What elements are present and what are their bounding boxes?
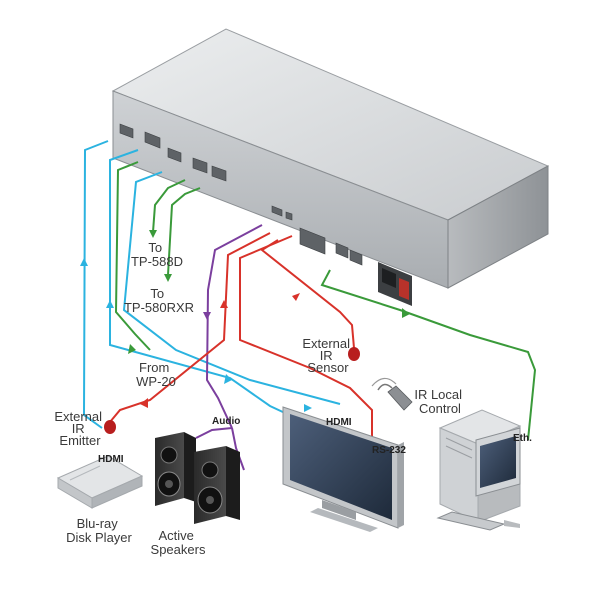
bluray-player: [56, 455, 144, 509]
label-ir-local-control: IR Local Control: [414, 387, 465, 416]
tp-arrows: [128, 230, 410, 354]
label-to-tp588d: To TP-588D: [131, 240, 183, 269]
label-external-ir-emitter: External IR Emitter: [54, 409, 105, 448]
label-hdmi-player: HDMI: [98, 454, 124, 465]
power-inlet: [378, 262, 412, 306]
rear-ports: [119, 123, 363, 266]
hdmi-arrows: [80, 258, 312, 412]
ir-sensor: [348, 347, 360, 361]
pc-computer: [436, 409, 522, 531]
label-to-tp580rxr: To TP-580RXR: [124, 286, 194, 315]
tp-cables: [114, 161, 537, 441]
audio-cables: [195, 224, 263, 471]
label-bluray: Blu-ray Disk Player: [66, 516, 132, 545]
ir-rs232-arrows: [140, 293, 300, 408]
label-external-ir-sensor: External IR Sensor: [302, 336, 353, 375]
active-speakers: [155, 432, 240, 524]
ir-rs232-cables: [109, 232, 373, 444]
label-from-wp20: From WP-20: [136, 360, 176, 389]
switcher-unit: [111, 28, 550, 306]
display-monitor: [282, 406, 404, 532]
ir-remote-icon: [371, 377, 413, 411]
label-audio: Audio: [212, 416, 240, 427]
label-eth: Eth.: [513, 433, 532, 444]
label-hdmi-display: HDMI: [326, 417, 352, 428]
hdmi-cables: [82, 140, 341, 429]
label-active-speakers: Active Speakers: [151, 528, 206, 557]
audio-arrows: [203, 312, 211, 320]
label-rs232: RS-232: [372, 445, 406, 456]
ir-emitter: [104, 420, 116, 434]
